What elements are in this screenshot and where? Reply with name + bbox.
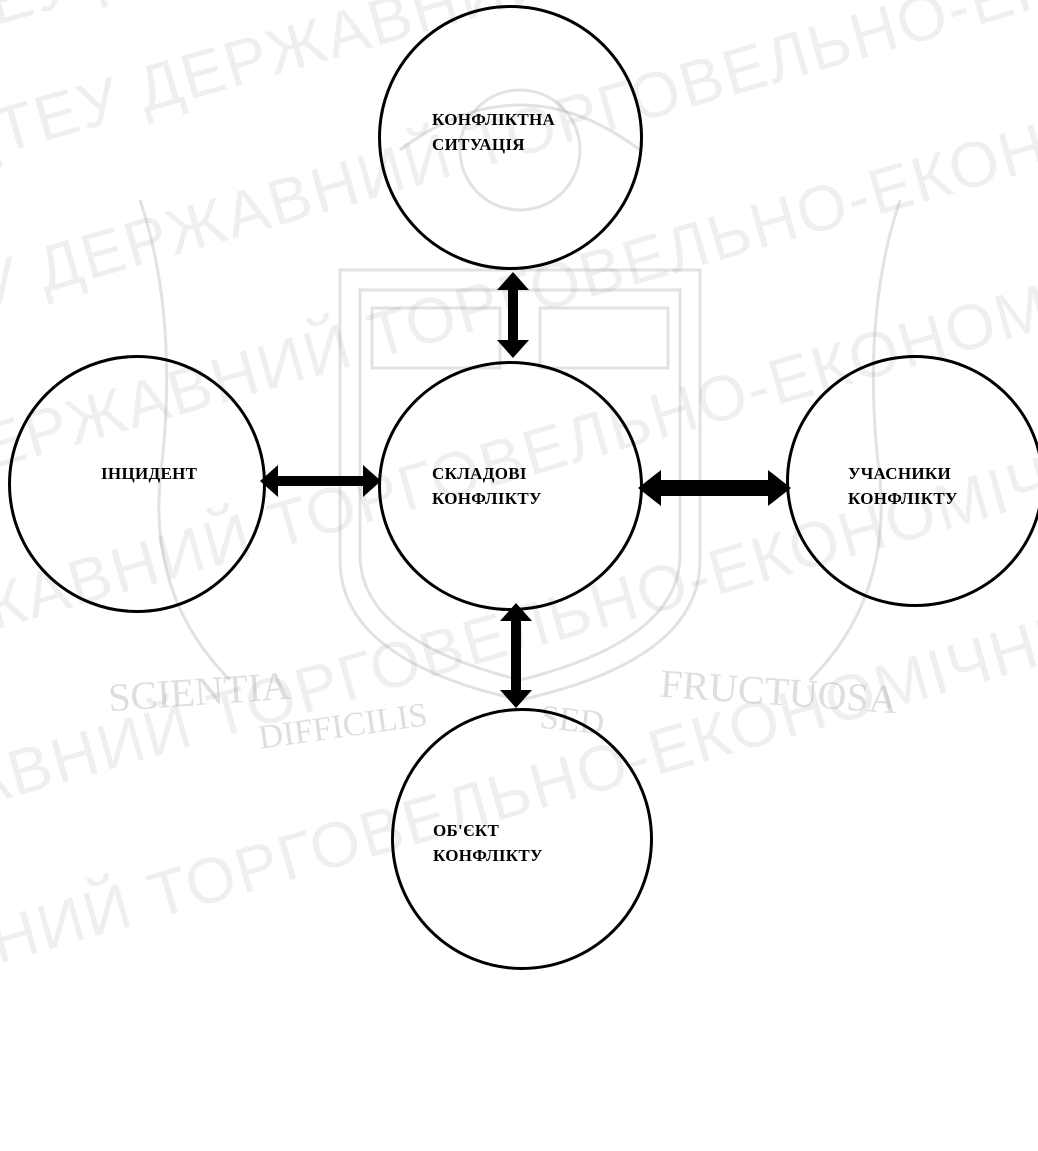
- node-bottom-line1: ОБ'ЄКТ: [433, 818, 543, 843]
- arrow-center-right: [638, 470, 791, 506]
- node-right-label: УЧАСНИКИ КОНФЛІКТУ: [848, 461, 958, 511]
- node-center-label: СКЛАДОВІ КОНФЛІКТУ: [432, 461, 542, 511]
- node-left-line1: ІНЦИДЕНТ: [101, 461, 197, 486]
- node-top-label: КОНФЛІКТНА СИТУАЦІЯ: [432, 107, 555, 157]
- node-top-line2: СИТУАЦІЯ: [432, 132, 555, 157]
- node-right-line2: КОНФЛІКТУ: [848, 486, 958, 511]
- node-bottom-label: ОБ'ЄКТ КОНФЛІКТУ: [433, 818, 543, 868]
- arrow-center-bottom: [500, 603, 532, 708]
- node-center-line1: СКЛАДОВІ: [432, 461, 542, 486]
- arrow-center-left: [260, 465, 381, 497]
- node-left-label: ІНЦИДЕНТ: [101, 461, 197, 486]
- arrow-center-top: [497, 272, 529, 358]
- node-right-line1: УЧАСНИКИ: [848, 461, 958, 486]
- node-center-line2: КОНФЛІКТУ: [432, 486, 542, 511]
- node-bottom-line2: КОНФЛІКТУ: [433, 843, 543, 868]
- diagram-canvas: ТЕУ ДТЕУ ДЕРЖАВНИЙ ТОРГОВЕЛЬНО-ЕКОНОМІЧН…: [0, 0, 1038, 970]
- node-top-line1: КОНФЛІКТНА: [432, 107, 555, 132]
